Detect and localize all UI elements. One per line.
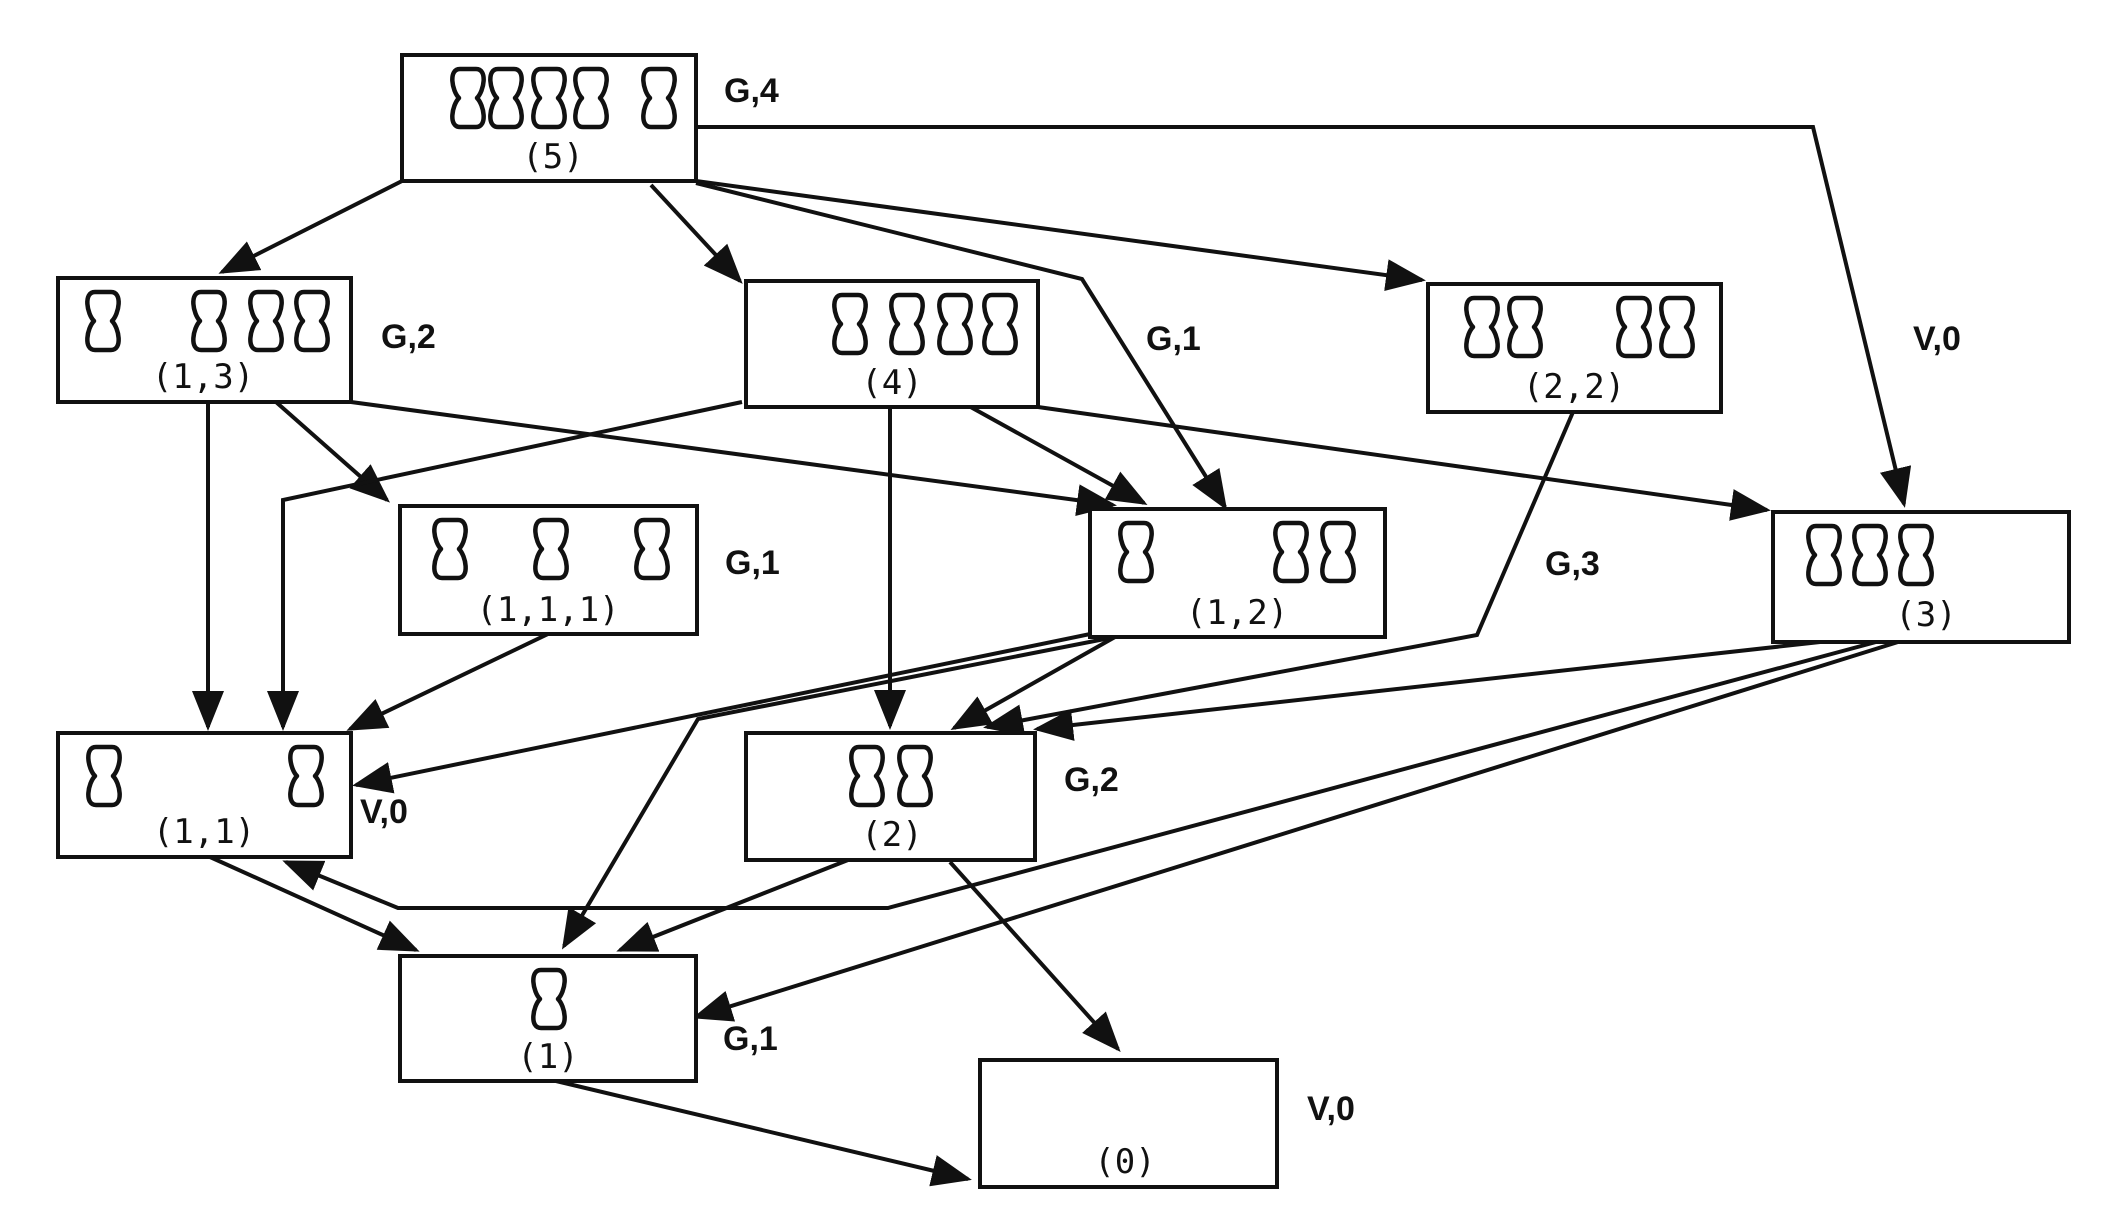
pin-icon xyxy=(87,292,118,350)
node-3: (3) xyxy=(1771,510,2071,644)
edge-4-to-3 xyxy=(1037,405,1771,521)
pin-icon xyxy=(575,69,606,127)
node-value: G,2 xyxy=(381,318,436,356)
node-label: (5) xyxy=(522,137,583,177)
pin-icon xyxy=(490,69,521,127)
edge-4-to-1-1 xyxy=(267,400,743,731)
edge-1-3-to-1-1-1 xyxy=(274,400,390,503)
node-box xyxy=(744,731,1037,862)
pin-icon xyxy=(290,747,321,805)
pin-icon xyxy=(452,69,483,127)
node-1-1-1: (1,1,1) G,1 xyxy=(398,504,780,636)
pin-icon xyxy=(891,295,922,353)
node-label: (3) xyxy=(1895,595,1956,635)
node-1-1: (1,1) V,0 xyxy=(56,731,408,859)
node-label: (4) xyxy=(861,363,922,403)
node-1-3: (1,3) G,2 xyxy=(56,276,436,404)
edge-labels: G,1 V,0 G,3 xyxy=(1146,320,1961,583)
edge-3-to-2 xyxy=(1033,640,1821,741)
node-label: (1,1) xyxy=(153,812,255,852)
pin-icon xyxy=(939,295,970,353)
edge-label-g1: G,1 xyxy=(1146,320,1201,358)
node-5: (5) G,4 xyxy=(400,53,779,183)
edge-3-to-1-1 xyxy=(282,640,1877,910)
nodes-layer: (5) G,4 (1,3) G,2 (4) xyxy=(56,53,2071,1189)
pin-icon xyxy=(88,747,119,805)
node-1-2: (1,2) xyxy=(1088,507,1387,639)
pin-icon xyxy=(533,69,564,127)
edge-3-to-1 xyxy=(692,640,1899,1022)
node-label: (2) xyxy=(861,815,922,855)
node-label: (2,2) xyxy=(1523,367,1625,407)
pin-icon xyxy=(193,292,224,350)
node-label: (1,1,1) xyxy=(476,590,619,630)
pin-icon xyxy=(1618,298,1649,356)
edge-5-to-3 xyxy=(696,125,1912,508)
pin-icon xyxy=(1275,523,1306,581)
pin-icon xyxy=(535,520,566,578)
pin-icon xyxy=(1854,526,1885,584)
edge-1-1-to-1 xyxy=(209,855,420,952)
pin-icon xyxy=(851,747,882,805)
edge-1-1-1-to-1-1 xyxy=(346,632,549,731)
pin-icon xyxy=(434,520,465,578)
pin-icon xyxy=(899,747,930,805)
edge-1-3-to-1-2 xyxy=(350,400,1117,517)
node-label: (1,2) xyxy=(1186,593,1288,633)
pin-icon xyxy=(636,520,667,578)
edge-1-2-to-2 xyxy=(950,635,1116,730)
node-label: (1) xyxy=(517,1037,578,1077)
pin-icon xyxy=(834,295,865,353)
edge-label-v0: V,0 xyxy=(1913,320,1961,358)
node-2: (2) G,2 xyxy=(744,731,1119,862)
pin-icon xyxy=(1509,298,1540,356)
edges-layer xyxy=(192,125,1912,1187)
pin-icon xyxy=(1661,298,1692,356)
pin-icon xyxy=(1120,523,1151,581)
edge-5-to-1-3 xyxy=(218,179,403,274)
edge-5-to-1-2 xyxy=(695,181,1228,511)
edge-label-g3: G,3 xyxy=(1545,545,1600,583)
edge-2-to-1 xyxy=(616,858,849,952)
node-value: G,2 xyxy=(1064,761,1119,799)
node-value: V,0 xyxy=(1307,1090,1355,1128)
edge-2-to-0 xyxy=(948,860,1121,1052)
pin-icon xyxy=(1900,526,1931,584)
edge-1-to-0 xyxy=(555,1079,972,1187)
node-value: G,1 xyxy=(725,544,780,582)
node-0: (0) V,0 xyxy=(978,1058,1355,1189)
pin-icon xyxy=(643,69,674,127)
pin-icon xyxy=(1322,523,1353,581)
node-value: V,0 xyxy=(360,793,408,831)
node-label: (1,3) xyxy=(152,357,254,397)
node-2-2: (2,2) xyxy=(1426,282,1723,414)
pin-icon xyxy=(296,292,327,350)
pin-icon xyxy=(533,970,564,1028)
edge-5-to-2-2 xyxy=(695,179,1426,291)
pin-icon xyxy=(250,292,281,350)
node-value: G,4 xyxy=(724,72,779,110)
node-value: G,1 xyxy=(723,1020,778,1058)
edge-4-to-1-2 xyxy=(966,403,1148,505)
node-box xyxy=(978,1058,1279,1189)
edge-1-2-to-1 xyxy=(561,633,1126,950)
pin-icon xyxy=(1466,298,1497,356)
edge-2-2-to-2 xyxy=(983,411,1575,737)
node-1: (1) G,1 xyxy=(398,954,778,1083)
edge-1-2-to-1-1 xyxy=(352,630,1101,794)
pin-icon xyxy=(984,295,1015,353)
pin-icon xyxy=(1808,526,1839,584)
edge-5-to-4 xyxy=(649,183,743,284)
node-label: (0) xyxy=(1094,1142,1155,1182)
node-4: (4) xyxy=(744,279,1040,409)
